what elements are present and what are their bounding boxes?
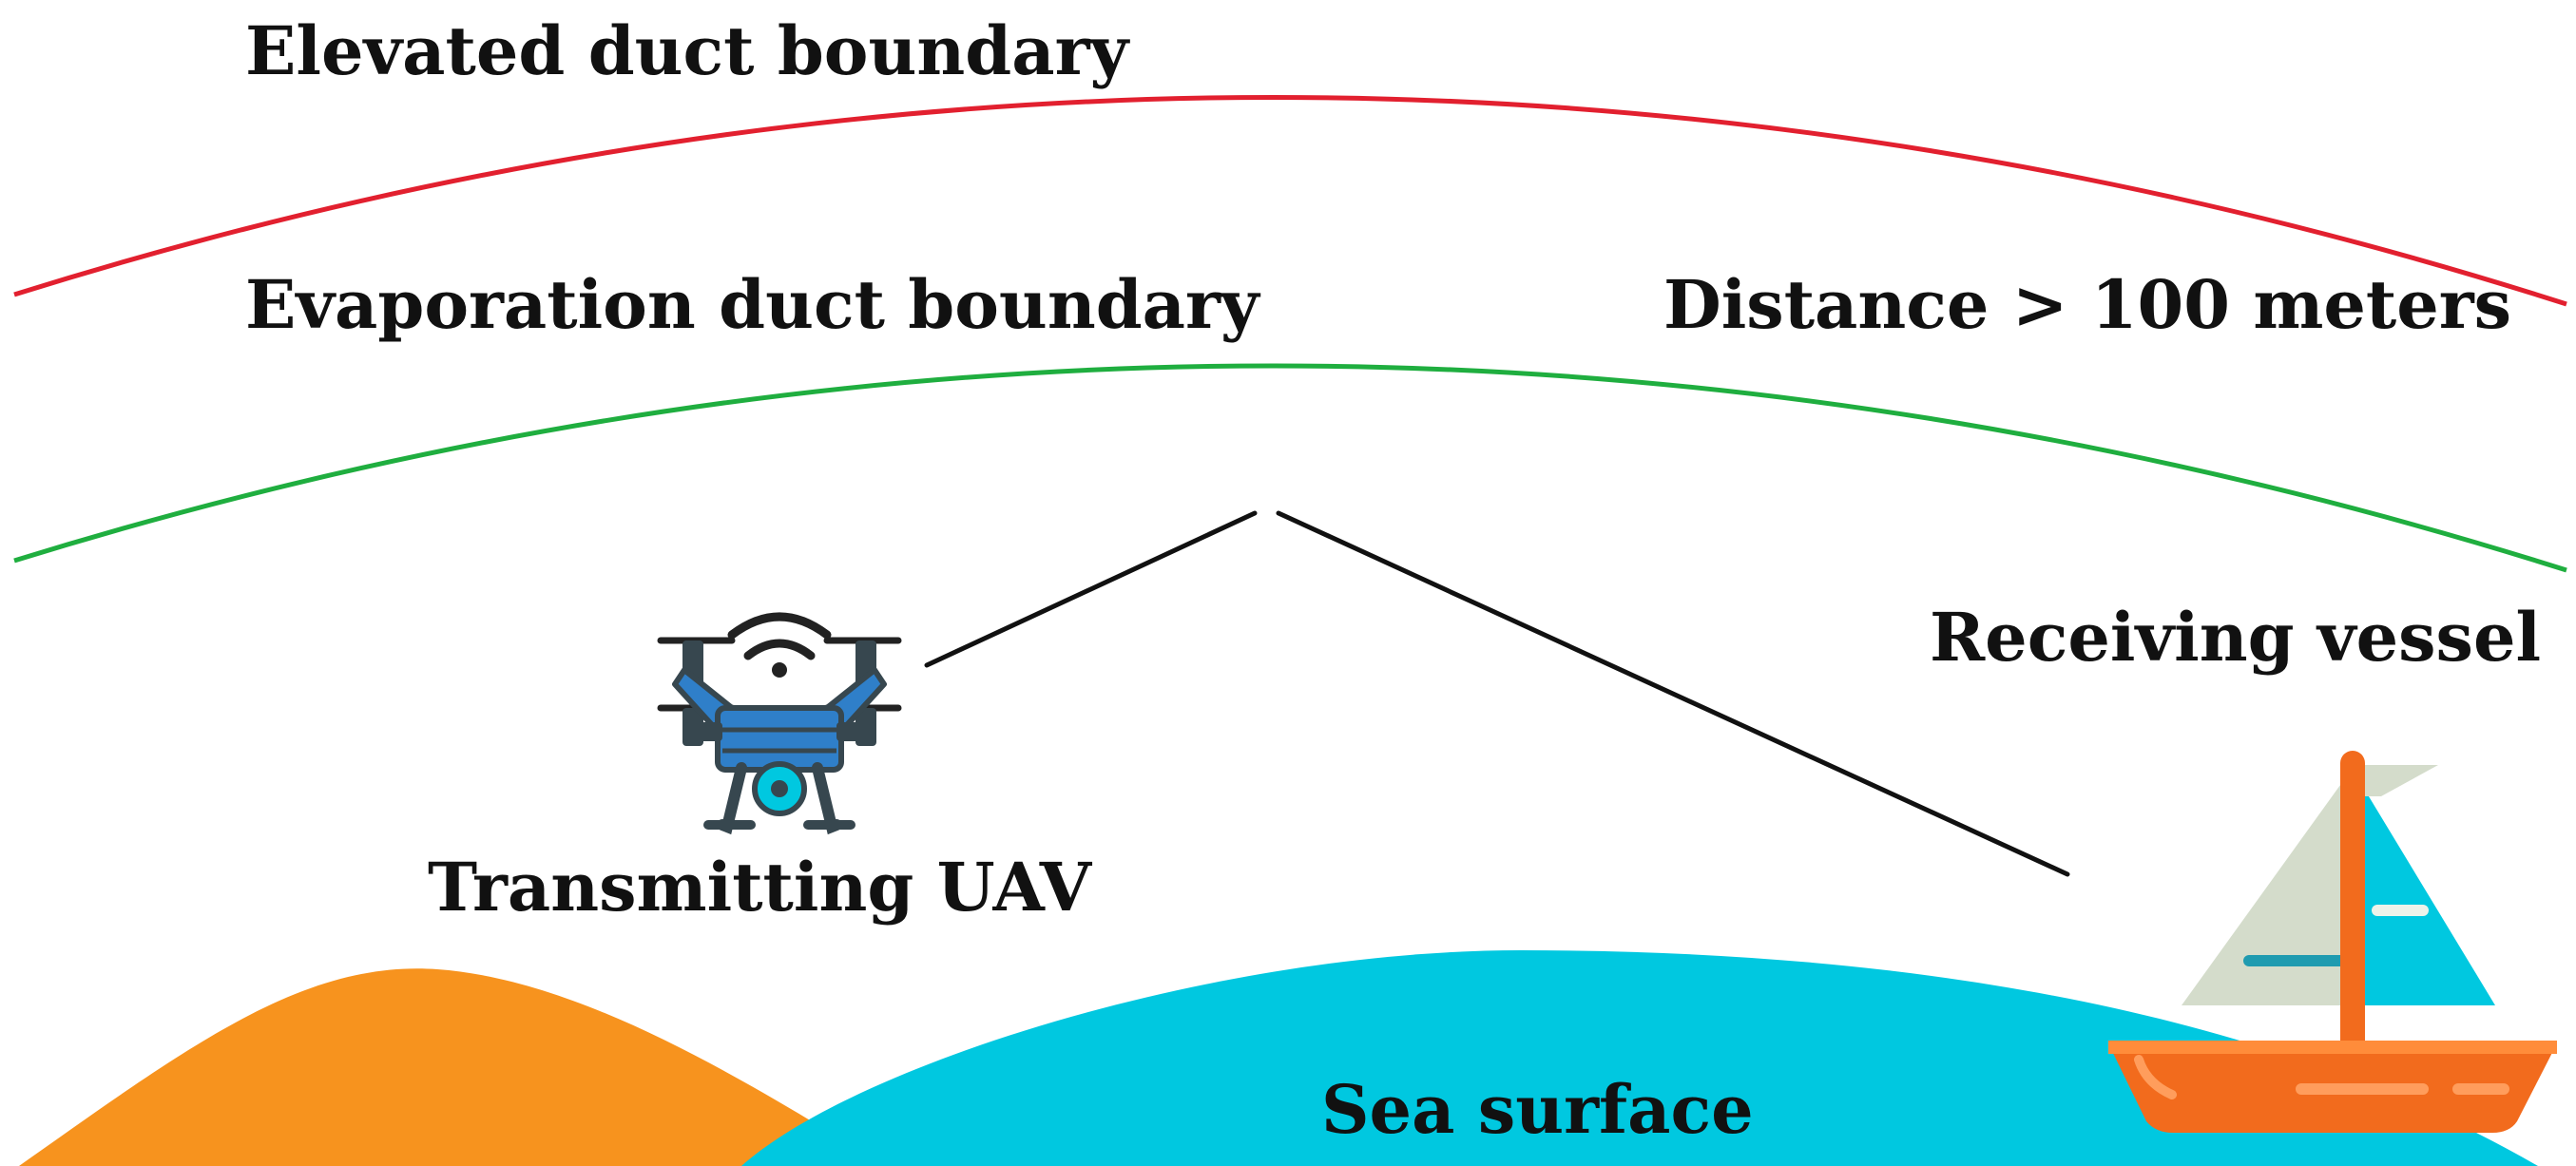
receiving-vessel-label: Receiving vessel [1930, 598, 2541, 677]
evaporation-duct-boundary-line [13, 363, 2567, 573]
land-hill [19, 968, 884, 1166]
distance-label: Distance > 100 meters [1663, 265, 2511, 344]
elevated-duct-label: Elevated duct boundary [245, 11, 1130, 90]
signal-ray-up [924, 510, 1258, 668]
signal-ray-down [1276, 510, 2070, 877]
wifi-signal-icon [727, 612, 832, 660]
drone-icon [657, 612, 902, 835]
transmitting-uav-label: Transmitting UAV [428, 848, 1093, 927]
evaporation-duct-label: Evaporation duct boundary [245, 265, 1261, 344]
signal-path [924, 510, 2070, 877]
sailboat-icon [2108, 751, 2557, 1133]
sea-surface [741, 950, 2538, 1166]
sea-surface-label: Sea surface [1321, 1070, 1754, 1149]
elevated-duct-boundary-line [13, 94, 2567, 307]
